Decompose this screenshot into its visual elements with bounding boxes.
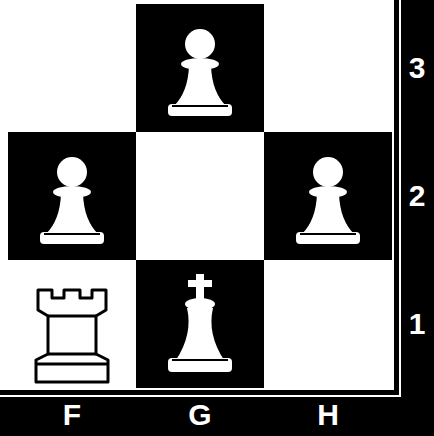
coordinate-label: 2 — [409, 181, 426, 211]
white-pawn — [296, 157, 360, 244]
light-square — [136, 132, 264, 260]
dark-square — [136, 260, 264, 388]
coordinate-label: F — [63, 400, 81, 430]
coordinate-label: 3 — [409, 53, 426, 83]
light-square — [264, 260, 392, 388]
light-square — [264, 4, 392, 132]
light-square — [8, 4, 136, 132]
coordinate-label: H — [317, 400, 339, 430]
coordinate-label: 1 — [409, 309, 426, 339]
dark-square — [264, 132, 392, 260]
white-pawn — [40, 157, 104, 244]
dark-square — [136, 4, 264, 132]
white-king — [168, 274, 232, 372]
white-rook — [36, 290, 108, 382]
dark-square — [8, 132, 136, 260]
light-square — [8, 260, 136, 388]
frame-line — [0, 0, 400, 396]
white-pawn — [168, 29, 232, 116]
coordinate-label: G — [188, 400, 211, 430]
